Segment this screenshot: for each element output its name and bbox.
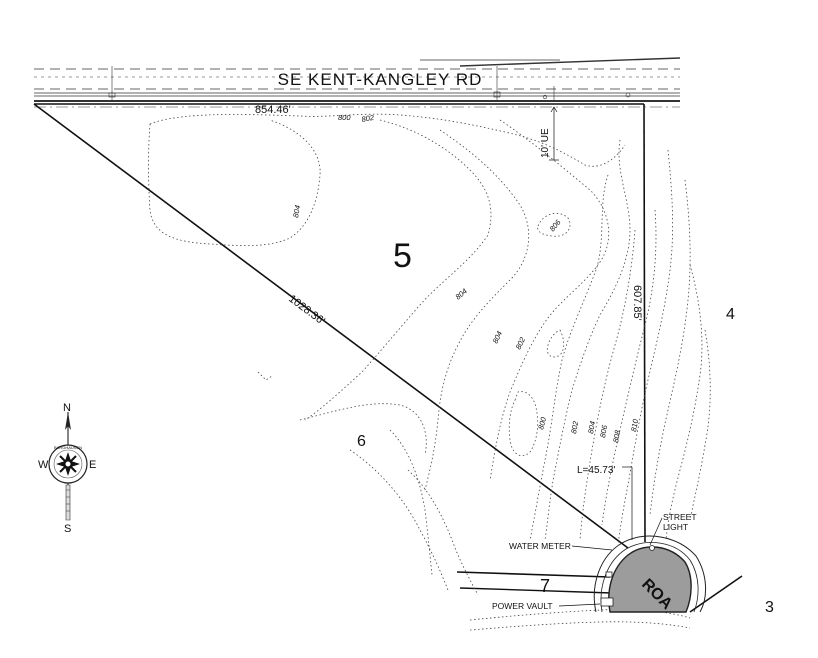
contour-labels: 800 802 804 806 804 804 802 800 802 804 …	[291, 113, 640, 444]
compass-s: S	[64, 523, 71, 535]
compass-e: E	[89, 459, 96, 471]
arc-length-leader	[622, 466, 633, 540]
contour-label: 800	[536, 415, 548, 430]
north-arrow	[65, 412, 71, 521]
road-name: SE KENT-KANGLEY RD	[278, 70, 483, 89]
cul-de-sac	[593, 535, 706, 613]
power-vault-leader	[558, 603, 601, 607]
contour-label: 802	[361, 113, 376, 124]
property-lines	[33, 103, 743, 613]
water-meter-label: WATER METER	[509, 541, 571, 551]
easement-label: 10' UE	[540, 128, 551, 158]
street-light-label-line1: STREET	[663, 512, 697, 522]
contour-label: 804	[454, 287, 469, 302]
lot-7-label: 7	[540, 576, 550, 596]
contour-label: 808	[611, 429, 622, 444]
contour-label: 802	[569, 420, 580, 435]
contour-label: 806	[548, 217, 563, 233]
contour-label: 804	[586, 420, 597, 434]
easement-dimension	[549, 106, 559, 161]
compass-n: N	[63, 402, 71, 414]
contour-lines	[148, 113, 711, 631]
contour-label: 800	[338, 113, 351, 122]
contour-label: 810	[629, 418, 640, 433]
east-line-dimension: 607.85'	[631, 285, 643, 321]
contour-label: 804	[491, 330, 504, 345]
contour-label: 802	[514, 335, 528, 351]
lot-4-label: 4	[726, 306, 735, 323]
arc-length-dimension: L=45.73'	[577, 465, 615, 476]
lot-3-label: 3	[765, 599, 774, 616]
lot-5-label: 5	[393, 237, 412, 275]
water-meter-leader	[571, 545, 613, 551]
contour-label: 804	[291, 204, 302, 218]
compass-logo-text: BARGHAUSEN	[54, 445, 82, 450]
power-vault-label: POWER VAULT	[492, 601, 553, 611]
north-line-dimension: 854.46'	[255, 104, 291, 116]
street-light-label-line2: LIGHT	[663, 522, 688, 532]
compass-w: W	[38, 459, 49, 471]
street-light-leader	[649, 517, 663, 546]
road-right-of-way	[34, 57, 681, 108]
compass-logo-icon: BARGHAUSEN	[48, 444, 88, 484]
hypotenuse-dimension: 1028.36'	[286, 293, 327, 328]
lot-6-label: 6	[357, 433, 366, 450]
contour-label: 806	[598, 424, 609, 439]
